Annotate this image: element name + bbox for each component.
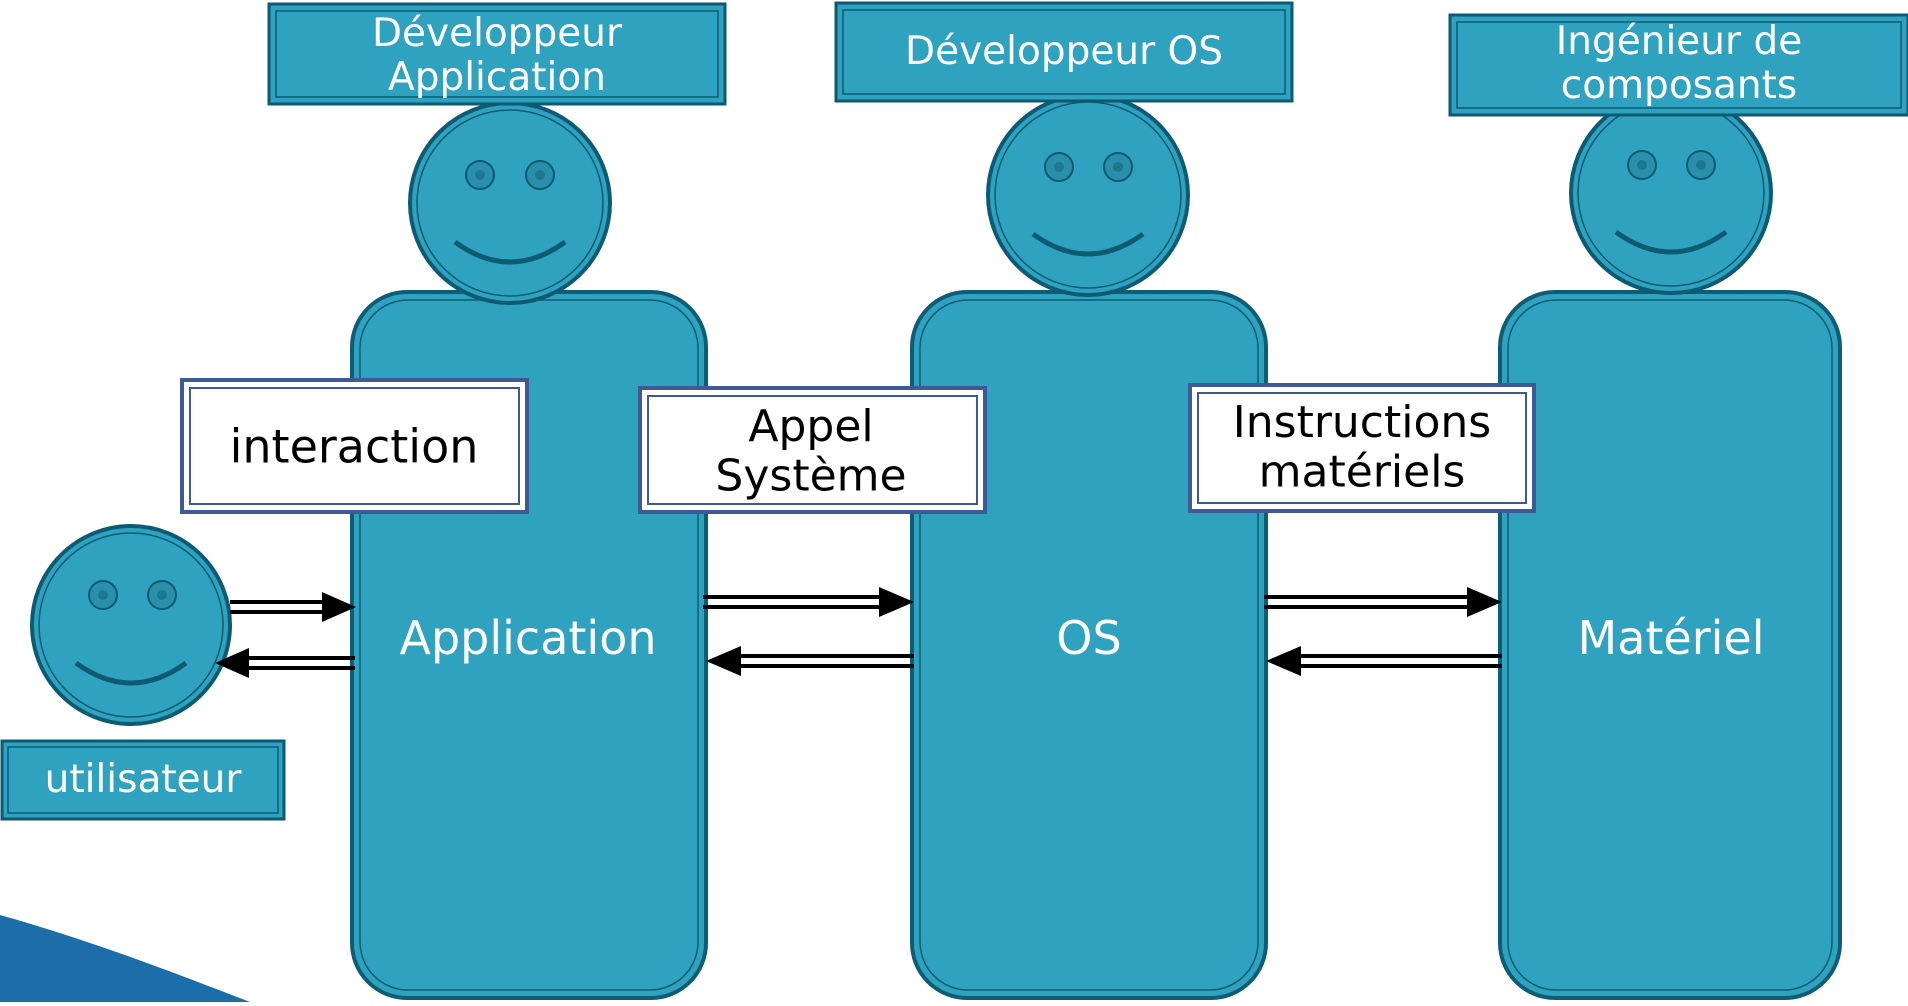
app-developer-label-box xyxy=(267,2,727,106)
slide-corner-decoration xyxy=(0,915,250,1002)
os-developer-label: Développeur OS xyxy=(905,29,1223,74)
hardware-instructions-box xyxy=(1188,383,1536,513)
os-body-inner xyxy=(919,299,1259,991)
app-developer-label-box-inner xyxy=(275,10,719,98)
arrow-hardware-to-os xyxy=(1266,646,1502,676)
system-call-box xyxy=(638,386,987,514)
os-developer-label-box xyxy=(834,1,1294,103)
arrow-os-to-application xyxy=(706,646,914,676)
arrow-user-to-application xyxy=(230,592,356,622)
os-layer-label: OS xyxy=(1056,611,1121,665)
component-engineer-label-box xyxy=(1448,13,1908,117)
arrow-application-to-user xyxy=(215,648,355,678)
user-label-box-inner xyxy=(7,746,279,814)
component-engineer-label-box-inner xyxy=(1456,21,1902,109)
arrow-application-to-os xyxy=(703,587,914,617)
system-call-box-inner xyxy=(647,395,978,505)
hardware-body-inner xyxy=(1507,299,1833,991)
application-layer-label: Application xyxy=(399,611,656,665)
user-head-icon xyxy=(30,524,232,726)
interaction-box-inner xyxy=(189,387,520,505)
os-developer-label-box-inner xyxy=(842,9,1286,95)
arrow-os-to-hardware xyxy=(1264,587,1502,617)
interaction-box xyxy=(180,378,529,514)
interaction-label: interaction xyxy=(230,420,479,474)
user-label-box xyxy=(0,739,286,821)
os-developer-head-icon xyxy=(986,93,1190,297)
component-engineer-head-icon xyxy=(1569,91,1773,295)
hardware-instructions-box-inner xyxy=(1197,392,1527,504)
app-developer-head-icon xyxy=(408,101,612,305)
hardware-layer-label: Matériel xyxy=(1578,611,1765,665)
user-label: utilisateur xyxy=(45,757,243,802)
